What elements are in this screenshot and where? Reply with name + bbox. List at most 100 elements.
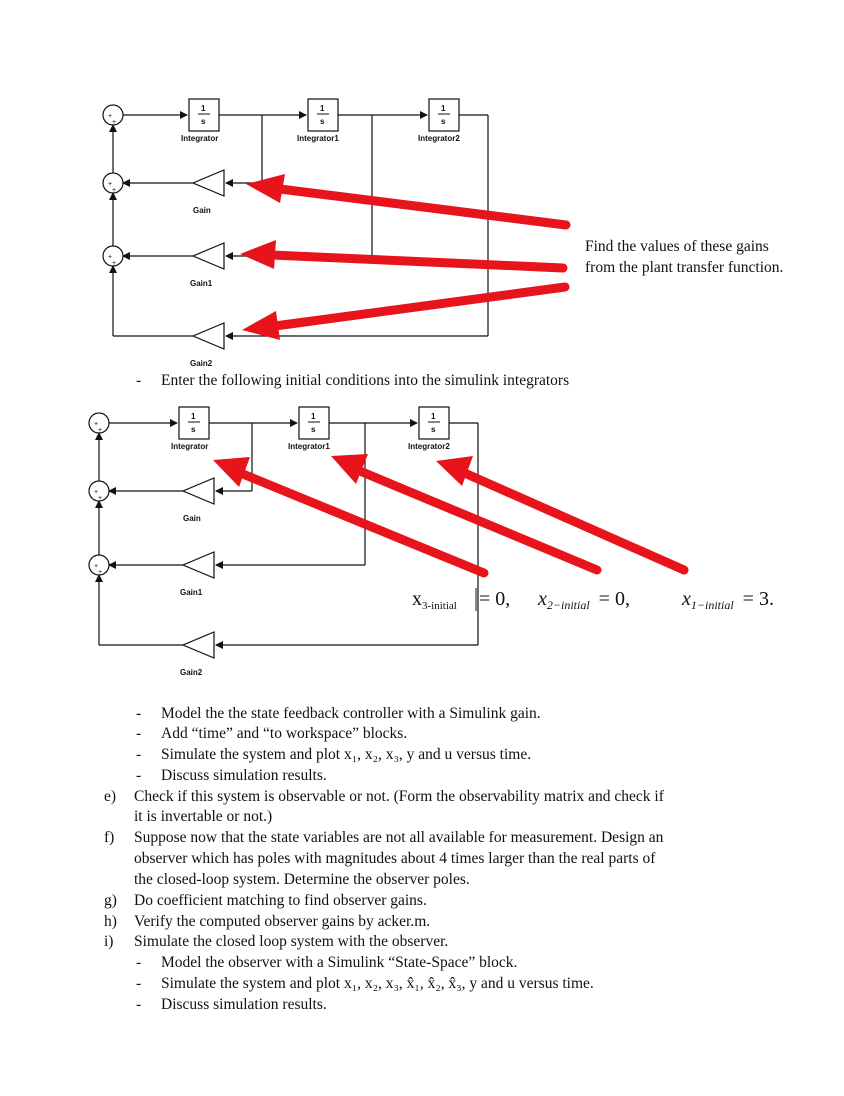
svg-text:+: + — [98, 427, 102, 434]
bullet-dash: - — [136, 705, 142, 722]
bullet-text: Simulate the system and plot x₁, x₂, x₃,… — [161, 746, 532, 763]
initial-condition-x1: x1−initial = 3. — [682, 588, 774, 613]
ic-sub: 2−initial — [546, 598, 590, 612]
sum-block — [102, 245, 124, 267]
red-arrow-shaft — [267, 250, 568, 273]
svg-text:+: + — [94, 563, 98, 570]
bullet-dash: - — [136, 725, 142, 742]
item-text: Suppose now that the state variables are… — [134, 829, 664, 846]
red-arrow-shaft — [270, 282, 570, 331]
bullet-dash: - — [136, 746, 142, 763]
bullet-text: Model the observer with a Simulink “Stat… — [161, 954, 518, 971]
initial-condition-x2: x2−initial = 0, — [538, 588, 630, 613]
integrator-label: Integrator2 — [418, 134, 460, 143]
red-arrow-head — [331, 454, 368, 484]
item-label: e) — [104, 788, 117, 805]
bullet-dash: - — [136, 372, 142, 389]
red-arrow-shaft — [233, 467, 489, 578]
annotation-line: Find the values of these gains — [585, 238, 769, 255]
red-arrow-head — [246, 174, 285, 203]
bullet-dash: - — [136, 975, 142, 992]
integrator-block — [307, 98, 339, 132]
block-diagram-2: ++ ++ ++ 1 s 1 s 1 s Integrator Integrat… — [88, 406, 689, 677]
svg-text:+: + — [112, 187, 116, 194]
integrator-label: Integrator1 — [288, 442, 330, 451]
gain-label: Gain — [183, 514, 201, 523]
item-label: i) — [104, 933, 114, 950]
ic-sub: 1−initial — [690, 598, 734, 612]
sum-block — [88, 412, 110, 434]
tf-denominator: s — [320, 117, 325, 126]
item-text: the closed-loop system. Determine the ob… — [134, 871, 470, 888]
ic-var: x — [682, 588, 691, 610]
red-arrow-head — [242, 311, 280, 340]
gain-block — [181, 477, 215, 505]
svg-text:+: + — [108, 181, 112, 188]
svg-text:+: + — [108, 113, 112, 120]
svg-text:+: + — [98, 569, 102, 576]
tf-numerator: 1 — [320, 104, 325, 113]
red-arrow-shaft — [350, 464, 602, 575]
integrator-label: Integrator — [171, 442, 208, 451]
ic-value: = 0, — [598, 588, 630, 610]
ic-value: = 0, — [479, 588, 511, 610]
gain-label: Gain — [193, 206, 211, 215]
item-text: Verify the computed observer gains by ac… — [134, 913, 431, 930]
bullet-text: Discuss simulation results. — [161, 996, 327, 1013]
ic-sub: 3-initial — [422, 600, 457, 612]
tf-denominator: s — [431, 425, 436, 434]
integrator-block — [428, 98, 460, 132]
tf-numerator: 1 — [431, 412, 436, 421]
annotation-line: from the plant transfer function. — [585, 259, 784, 276]
tf-denominator: s — [441, 117, 446, 126]
gain-block — [181, 631, 215, 659]
tf-numerator: 1 — [441, 104, 446, 113]
tf-numerator: 1 — [191, 412, 196, 421]
svg-text:+: + — [112, 119, 116, 126]
tf-denominator: s — [311, 425, 316, 434]
gain-block — [191, 242, 225, 270]
bullet-text: Model the the state feedback controller … — [161, 705, 541, 722]
svg-text:+: + — [98, 495, 102, 502]
red-arrow-head — [436, 456, 473, 486]
sum-block — [102, 172, 124, 194]
gain-block — [191, 322, 225, 350]
gain-block — [191, 169, 225, 197]
bullet-text: Enter the following initial conditions i… — [161, 372, 570, 389]
svg-text:+: + — [94, 489, 98, 496]
sum-block — [102, 104, 124, 126]
item-text: Simulate the closed loop system with the… — [134, 933, 449, 950]
item-text: Check if this system is observable or no… — [134, 788, 664, 805]
integrator-label: Integrator1 — [297, 134, 339, 143]
red-arrow-head — [213, 457, 250, 487]
integrator-label: Integrator — [181, 134, 218, 143]
tf-numerator: 1 — [311, 412, 316, 421]
tf-numerator: 1 — [201, 104, 206, 113]
gain-label: Gain1 — [190, 279, 213, 288]
integrator-block — [298, 406, 330, 440]
ic-value: = 3. — [742, 588, 774, 610]
block-diagram-1: ++ ++ ++ 1 s 1 s 1 s Integrator Integrat… — [102, 98, 571, 368]
bullet-text: Add “time” and “to workspace” blocks. — [161, 725, 408, 742]
svg-text:+: + — [112, 260, 116, 267]
integrator-block — [418, 406, 450, 440]
gain-label: Gain1 — [180, 588, 203, 597]
bullet-dash: - — [136, 996, 142, 1013]
sum-block — [88, 480, 110, 502]
red-arrow-shaft — [455, 466, 689, 575]
integrator-label: Integrator2 — [408, 442, 450, 451]
item-text: it is invertable or not.) — [134, 808, 273, 825]
item-label: f) — [104, 829, 115, 846]
ic-var: x — [538, 588, 547, 610]
gain-label: Gain2 — [180, 668, 203, 677]
integrator-block — [188, 98, 220, 132]
red-arrow-head — [240, 240, 276, 269]
gain-annotation: Find the values of these gains from the … — [585, 236, 783, 278]
bullet-text: Simulate the system and plot x₁, x₂, x₃,… — [161, 975, 594, 992]
item-text: observer which has poles with magnitudes… — [134, 850, 656, 867]
tf-denominator: s — [191, 425, 196, 434]
bullet-text: Discuss simulation results. — [161, 767, 327, 784]
gain-label: Gain2 — [190, 359, 213, 368]
bullet-dash: - — [136, 954, 142, 971]
initial-conditions-bullet: - Enter the following initial conditions… — [136, 371, 569, 390]
